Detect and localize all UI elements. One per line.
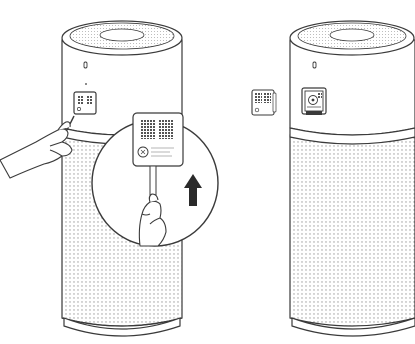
- hand-zoom: [138, 193, 167, 247]
- purifier-right-mesh-body: [289, 134, 415, 327]
- purifier-left-base: [63, 317, 181, 337]
- indicator-right: [312, 61, 317, 69]
- zoom-callout: [91, 112, 219, 247]
- indicator-left: [83, 61, 88, 69]
- purifier-right: [289, 20, 415, 337]
- detached-cover: [251, 89, 277, 116]
- purifier-right-base: [291, 317, 415, 337]
- arrow-up: [184, 174, 202, 206]
- hand-left: [0, 115, 75, 179]
